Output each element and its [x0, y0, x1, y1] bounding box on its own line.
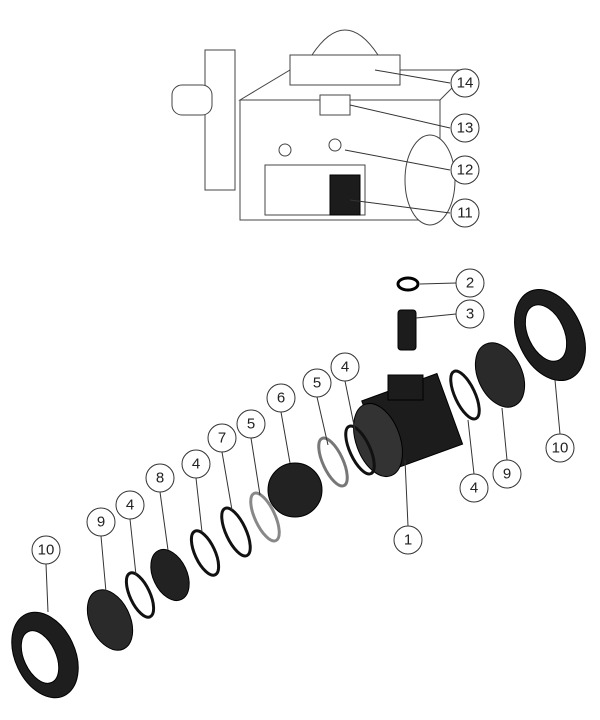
- callout-4: 4: [330, 352, 360, 382]
- callout-9: 9: [492, 459, 522, 489]
- callout-number: 11: [457, 205, 473, 222]
- callout-12: 12: [450, 155, 480, 185]
- callout-5: 5: [236, 409, 266, 439]
- callout-1: 1: [393, 525, 423, 555]
- callout-number: 6: [277, 390, 285, 407]
- part-4-oring: [449, 369, 481, 421]
- part-3-stem: [397, 309, 417, 351]
- part-1-valve-body: [353, 372, 464, 477]
- part-4-oring: [344, 424, 376, 476]
- callout-number: 5: [313, 375, 321, 392]
- fitting: [278, 143, 292, 157]
- callout-4: 4: [115, 490, 145, 520]
- fitting: [328, 138, 342, 152]
- callout-number: 9: [97, 514, 105, 531]
- callout-number: 3: [466, 306, 474, 323]
- solenoid-coil: [329, 174, 361, 216]
- callout-number: 7: [218, 430, 226, 447]
- part-9-end-connector: [474, 342, 526, 408]
- callout-number: 4: [341, 359, 349, 376]
- part-5-seat: [317, 436, 349, 488]
- actuator-endcap: [404, 134, 456, 226]
- callout-number: 4: [192, 456, 200, 473]
- actuator-assembly: [171, 29, 472, 226]
- callout-number: 2: [466, 275, 474, 292]
- callout-number: 13: [457, 120, 474, 137]
- union-nut-bore: [524, 304, 568, 362]
- callout-number: 4: [470, 480, 478, 497]
- callout-14: 14: [450, 68, 480, 98]
- part-2-oring: [396, 276, 420, 292]
- callout-4: 4: [181, 449, 211, 479]
- callout-number: 10: [552, 440, 569, 457]
- leader-lines: [45, 69, 561, 613]
- callout-4: 4: [459, 473, 489, 503]
- callout-6: 6: [266, 383, 296, 413]
- callout-7: 7: [207, 423, 237, 453]
- position-indicator-dome: [311, 29, 379, 56]
- callout-number: 5: [247, 416, 255, 433]
- callout-8: 8: [145, 463, 175, 493]
- callout-number: 8: [156, 470, 164, 487]
- coupling: [319, 94, 351, 116]
- callout-number: 12: [457, 162, 474, 179]
- part-6-ball: [267, 462, 323, 518]
- callout-number: 4: [126, 497, 134, 514]
- limit-switch-box: [289, 54, 401, 86]
- callout-number: 10: [38, 542, 55, 559]
- part-7-oring: [220, 506, 252, 558]
- callout-number: 9: [503, 466, 511, 483]
- callout-number: 14: [457, 75, 474, 92]
- part-4-oring: [189, 529, 221, 577]
- part-8-carrier: [150, 548, 190, 602]
- callout-10: 10: [545, 433, 575, 463]
- callout-13: 13: [450, 113, 480, 143]
- callout-11: 11: [450, 198, 480, 228]
- filter-regulator: [204, 49, 236, 191]
- part-5-seat: [249, 491, 281, 543]
- air-fitting: [171, 84, 213, 116]
- callout-number: 1: [404, 532, 412, 549]
- part-4-oring: [124, 571, 156, 619]
- callout-2: 2: [455, 268, 485, 298]
- part-9-end-connector: [86, 589, 134, 651]
- union-nut-bore: [20, 630, 60, 684]
- callout-5: 5: [302, 368, 332, 398]
- callout-3: 3: [455, 299, 485, 329]
- callout-10: 10: [31, 535, 61, 565]
- callout-9: 9: [86, 507, 116, 537]
